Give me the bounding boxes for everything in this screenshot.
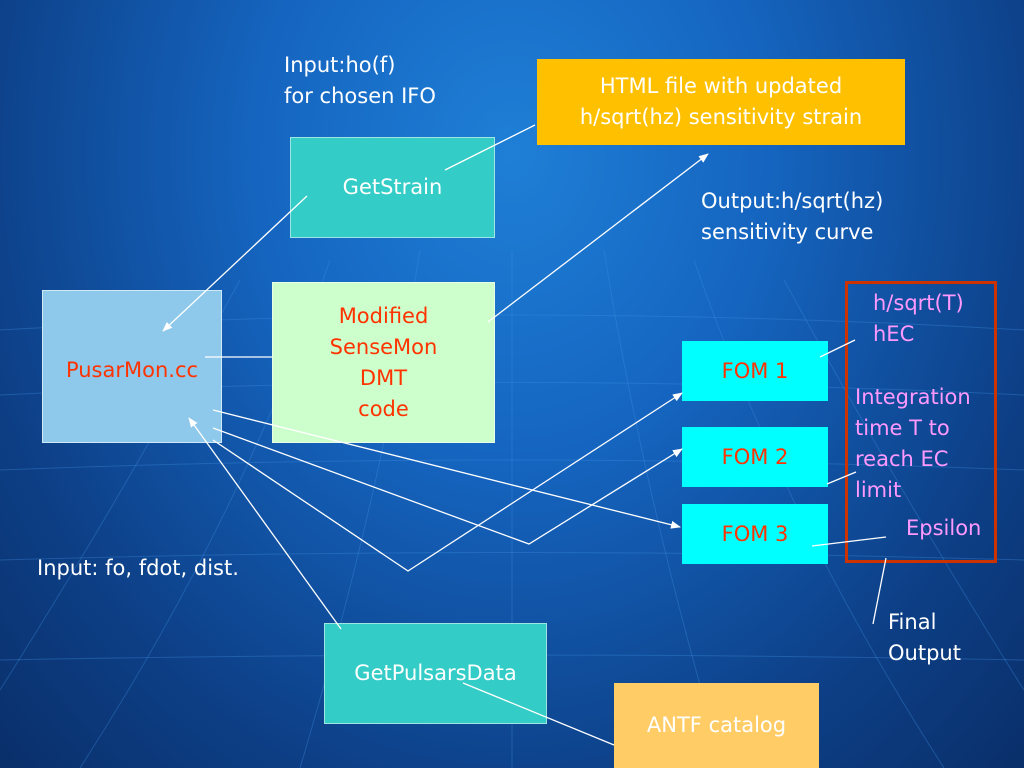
line-getstrain-to-html (444, 124, 536, 171)
line-fom3-to-epsilon (811, 536, 887, 547)
final-output-frame (845, 281, 997, 563)
arrow-pusarmon-to-fom2 (212, 427, 683, 545)
line-pulsars-to-antf (462, 682, 615, 746)
arrow-pusarmon-to-fom1 (212, 392, 683, 572)
fom1-box[interactable]: FOM 1 (682, 341, 828, 401)
arrow-pulsars-to-pusarmon (188, 417, 342, 630)
getstrain-box[interactable]: GetStrain (290, 137, 495, 238)
line-fom1-to-hsqrt (819, 339, 856, 358)
epsilon-label: Epsilon (906, 516, 982, 540)
fom2-box[interactable]: FOM 2 (682, 427, 828, 487)
integration-time-label: Integration time T to reach EC limit (855, 385, 971, 502)
line-fom2-to-integration (826, 471, 857, 485)
pusarmon-box[interactable]: PusarMon.cc (42, 290, 222, 443)
modified-sensemon-box[interactable]: Modified SenseMon DMT code (272, 282, 495, 443)
final-output-label: Final Output (888, 610, 961, 665)
input-fo-label: Input: fo, fdot, dist. (37, 556, 239, 580)
getpulsarsdata-box[interactable]: GetPulsarsData (324, 623, 547, 724)
arrow-pusarmon-to-fom3 (212, 409, 681, 529)
html-file-box[interactable]: HTML file with updated h/sqrt(hz) sensit… (537, 59, 905, 145)
line-frame-to-final-output (872, 557, 887, 625)
output-curve-label: Output:h/sqrt(hz) sensitivity curve (701, 189, 884, 244)
hsqrt-hec-label: h/sqrt(T) hEC (873, 291, 964, 346)
arrow-getstrain-to-pusarmon (162, 195, 308, 332)
arrow-sensemon-to-output (487, 153, 709, 323)
antf-catalog-box[interactable]: ANTF catalog (614, 683, 819, 768)
input-ho-label: Input:ho(f) for chosen IFO (284, 53, 436, 108)
fom3-box[interactable]: FOM 3 (682, 504, 828, 564)
